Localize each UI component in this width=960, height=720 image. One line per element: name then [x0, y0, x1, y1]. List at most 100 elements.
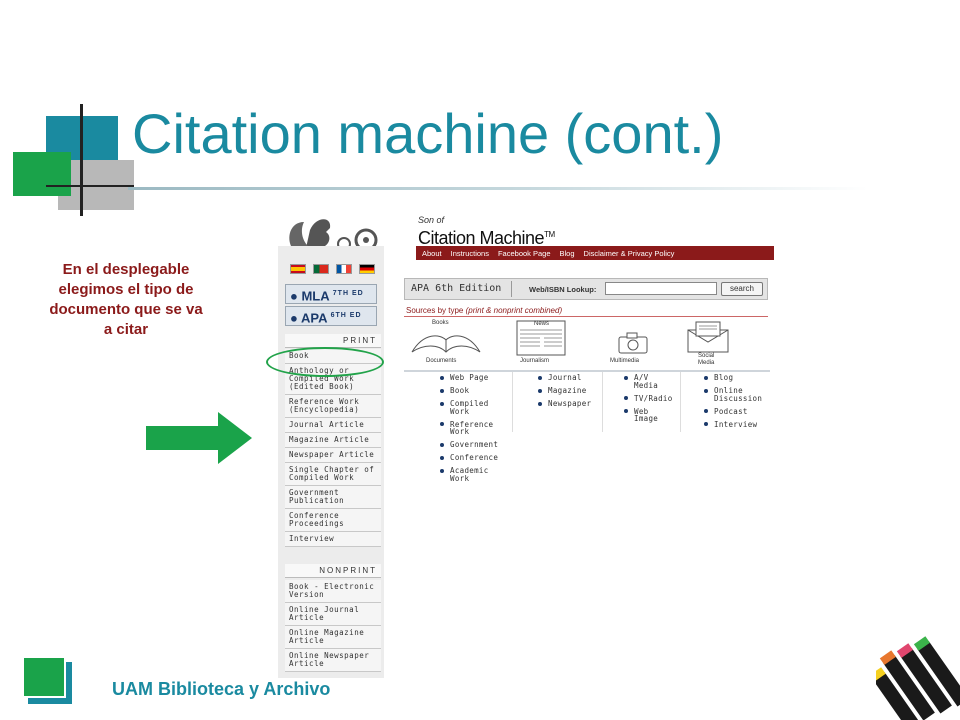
edition-label: APA 6th Edition: [411, 283, 502, 294]
highlighter-markers-icon: [876, 636, 960, 720]
print-item-single-chapter[interactable]: Single Chapter of Compiled Work: [285, 463, 381, 486]
nav-about[interactable]: About: [422, 248, 442, 258]
source-web-page[interactable]: Web Page: [438, 374, 510, 382]
print-item-magazine-article[interactable]: Magazine Article: [285, 433, 381, 448]
brand-prefix: Son of: [418, 215, 445, 225]
book-icon: [411, 335, 481, 353]
category-multimedia[interactable]: Multimedia: [608, 320, 658, 372]
nav-facebook-page[interactable]: Facebook Page: [497, 248, 551, 258]
brand-name-text: Citation Machine: [418, 228, 545, 248]
sources-rule: [404, 316, 768, 317]
lookup-input[interactable]: [605, 282, 717, 295]
category-social-media[interactable]: Social Media: [684, 320, 732, 372]
style-mla-edition: 7TH ED: [332, 290, 364, 297]
source-academic-work[interactable]: Academic Work: [438, 467, 498, 482]
social-media-list: Blog Online Discussion Podcast Interview: [702, 374, 774, 434]
source-compiled-work[interactable]: Compiled Work: [438, 400, 498, 415]
column-divider: [602, 372, 603, 432]
style-mla-name: MLA: [301, 288, 330, 304]
source-journal[interactable]: Journal: [536, 374, 602, 382]
nonprint-heading: NONPRINT: [285, 564, 381, 578]
nonprint-list: Book - Electronic Version Online Journal…: [285, 580, 381, 672]
germany-flag-icon[interactable]: [359, 264, 375, 274]
print-list: Book Anthology or Compiled Work (Edited …: [285, 349, 381, 547]
decor-vertical-line: [80, 104, 83, 216]
sources-by-type-heading: Sources by type (print & nonprint combin…: [406, 306, 562, 315]
nonprint-item-online-newspaper[interactable]: Online Newspaper Article: [285, 649, 381, 672]
nonprint-item-online-journal[interactable]: Online Journal Article: [285, 603, 381, 626]
source-web-image[interactable]: Web Image: [622, 407, 664, 423]
source-tv-radio[interactable]: TV/Radio: [622, 394, 680, 403]
style-apa-name: APA: [300, 310, 327, 326]
source-podcast[interactable]: Podcast: [702, 407, 774, 416]
green-arrow-icon: [146, 412, 252, 464]
category-journalism[interactable]: News Journalism: [514, 320, 568, 372]
sources-qualifier: (print & nonprint combined): [465, 306, 563, 315]
multimedia-list: A/V Media TV/Radio Web Image: [622, 374, 680, 428]
france-flag-icon[interactable]: [336, 264, 352, 274]
category-journalism-label: Journalism: [520, 358, 550, 364]
source-reference-work[interactable]: Reference Work: [438, 420, 498, 436]
print-item-reference-work[interactable]: Reference Work (Encyclopedia): [285, 395, 381, 418]
source-interview[interactable]: Interview: [702, 420, 774, 429]
category-documents-sublabel: Books: [432, 320, 449, 326]
highlight-ellipse: [266, 347, 384, 377]
category-rule: [404, 370, 770, 372]
column-divider: [680, 372, 681, 432]
print-heading: PRINT: [285, 334, 381, 348]
nav-instructions[interactable]: Instructions: [450, 248, 489, 258]
source-conference[interactable]: Conference: [438, 454, 510, 462]
nav-disclaimer[interactable]: Disclaimer & Privacy Policy: [583, 248, 675, 258]
category-social-media-sublabel: Social: [698, 353, 715, 359]
nav-blog[interactable]: Blog: [559, 248, 575, 258]
category-multimedia-label: Multimedia: [610, 358, 640, 364]
style-apa-edition: 6TH ED: [330, 312, 362, 319]
newspaper-icon: [516, 320, 566, 356]
nonprint-item-online-magazine[interactable]: Online Magazine Article: [285, 626, 381, 649]
footer-green-square: [22, 656, 66, 698]
sources-prefix: Sources by type: [406, 306, 464, 315]
decor-horizontal-line: [46, 185, 134, 187]
source-av-media[interactable]: A/V Media: [622, 374, 664, 389]
camera-icon: [618, 332, 648, 354]
decor-green-square: [13, 152, 71, 196]
bar-divider: [511, 281, 512, 297]
slide-title: Citation machine (cont.): [132, 102, 724, 165]
portugal-flag-icon[interactable]: [313, 264, 329, 274]
nonprint-item-ebook[interactable]: Book - Electronic Version: [285, 580, 381, 603]
website-screenshot: Son of Citation MachineTM About Instruct…: [278, 208, 776, 678]
footer-text: UAM Biblioteca y Archivo: [112, 679, 331, 699]
source-online-discussion[interactable]: Online Discussion: [702, 387, 764, 402]
source-government[interactable]: Government: [438, 441, 510, 449]
sidebar: ● MLA 7TH ED ● APA 6TH ED PRINT Book Ant…: [278, 246, 384, 678]
print-item-conference-proceedings[interactable]: Conference Proceedings: [285, 509, 381, 532]
category-social-media-label: Media: [698, 360, 715, 366]
annotation-note: En el desplegable elegimos el tipo de do…: [49, 261, 203, 338]
spain-flag-icon[interactable]: [290, 264, 306, 274]
print-item-newspaper-article[interactable]: Newspaper Article: [285, 448, 381, 463]
source-newspaper[interactable]: Newspaper: [536, 400, 602, 408]
journalism-list: Journal Magazine Newspaper: [536, 374, 602, 413]
language-flags: [290, 264, 375, 274]
documents-list: Web Page Book Compiled Work Reference Wo…: [438, 374, 510, 488]
source-book[interactable]: Book: [438, 387, 510, 395]
title-underline: [128, 187, 868, 190]
print-item-government-publication[interactable]: Government Publication: [285, 486, 381, 509]
source-blog[interactable]: Blog: [702, 374, 774, 382]
column-divider: [512, 372, 513, 432]
search-button[interactable]: search: [721, 282, 763, 296]
brand-tm: TM: [544, 230, 555, 239]
print-item-interview[interactable]: Interview: [285, 532, 381, 547]
envelope-icon: [687, 321, 729, 353]
category-documents[interactable]: Books Documents: [408, 320, 482, 372]
lookup-label: Web/ISBN Lookup:: [529, 285, 597, 294]
category-journalism-sublabel: News: [534, 321, 550, 327]
edition-lookup-bar: APA 6th Edition Web/ISBN Lookup: search: [404, 278, 768, 300]
print-item-journal-article[interactable]: Journal Article: [285, 418, 381, 433]
brand-name: Citation MachineTM: [418, 228, 555, 249]
style-apa-button[interactable]: ● APA 6TH ED: [285, 306, 377, 326]
style-mla-button[interactable]: ● MLA 7TH ED: [285, 284, 377, 304]
category-documents-label: Documents: [426, 358, 457, 364]
source-magazine[interactable]: Magazine: [536, 387, 602, 395]
top-nav-bar: About Instructions Facebook Page Blog Di…: [416, 246, 774, 260]
